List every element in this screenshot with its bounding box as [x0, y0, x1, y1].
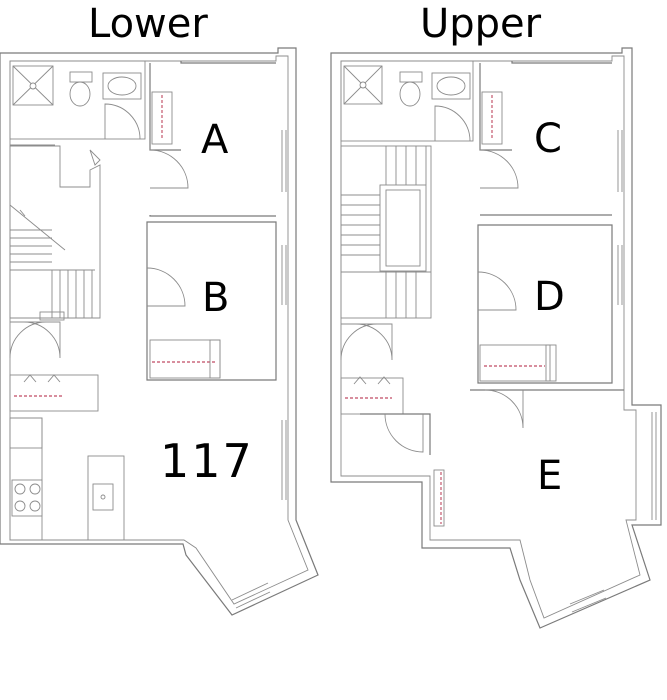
upper-bath-wall [340, 60, 474, 142]
lower-stair-wall [9, 145, 101, 319]
lower-floor-plan [0, 47, 319, 616]
upper-coat-closet [340, 377, 404, 415]
room-d-label: D [534, 274, 565, 320]
upper-room-d-wall [477, 224, 613, 384]
lower-exterior-inner-wall [9, 55, 309, 605]
upper-exterior-inner-wall [340, 55, 641, 619]
room-e-label: E [537, 453, 563, 499]
lower-exterior-wall [0, 47, 319, 616]
lower-coat-closet [9, 374, 99, 412]
upper-room-e-wall [360, 389, 624, 455]
lower-kitchen-counter [9, 417, 43, 541]
lower-kitchen-island [87, 455, 125, 541]
lower-toilet-icon [69, 71, 93, 83]
lower-room-b-wall [146, 221, 277, 381]
lower-floor-title: Lower [88, 1, 208, 47]
room-a-label: A [201, 117, 229, 163]
unit-number-label: 117 [160, 434, 254, 488]
upper-exterior-wall [330, 47, 662, 629]
upper-floor-plan [330, 47, 662, 629]
room-c-label: C [534, 116, 562, 162]
upper-floor-title: Upper [420, 1, 542, 47]
room-b-label: B [202, 275, 230, 321]
upper-toilet-icon [399, 71, 423, 83]
lower-bath-wall [9, 60, 146, 140]
